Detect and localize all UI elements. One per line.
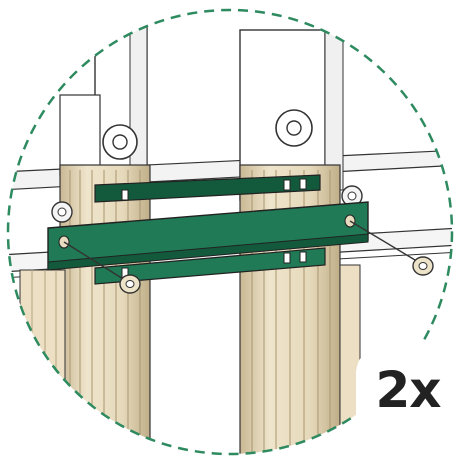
- green-bracket: [47, 174, 369, 285]
- detail-circle-frame: [6, 8, 454, 456]
- quantity-badge: 2x: [356, 344, 460, 436]
- bolt-icon: [349, 220, 434, 276]
- washer-icon: [102, 124, 138, 160]
- bolt-icon: [63, 241, 141, 294]
- bolt-icon: [51, 185, 363, 223]
- washer-icon: [275, 109, 313, 147]
- quantity-label: 2x: [375, 361, 441, 419]
